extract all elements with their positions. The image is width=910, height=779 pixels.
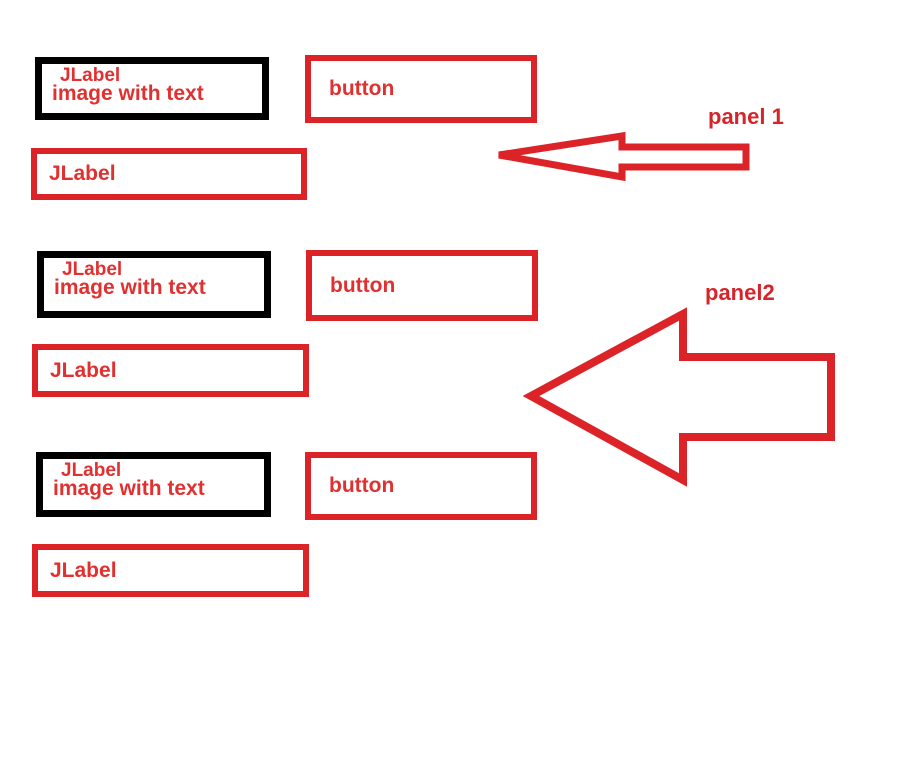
plain-label-box-3[interactable]: JLabel	[32, 544, 309, 597]
image-label-text-1: JLabel image with text	[52, 66, 204, 104]
image-label-box-3[interactable]: JLabel image with text	[36, 452, 271, 517]
panel-2-annotation-label: panel2	[705, 280, 775, 305]
button-box-3[interactable]: button	[305, 452, 537, 520]
image-label-text-3: JLabel image with text	[53, 461, 205, 499]
image-label-box-1[interactable]: JLabel image with text	[35, 57, 269, 120]
plain-label-box-2[interactable]: JLabel	[32, 344, 309, 397]
plain-label-text-2: JLabel	[50, 358, 117, 382]
image-label-line2-2: image with text	[54, 276, 206, 299]
button-label-3: button	[329, 474, 395, 497]
image-label-text-2: JLabel image with text	[54, 260, 206, 298]
image-label-line1-3: JLabel	[61, 460, 122, 481]
image-label-line1-2: JLabel	[62, 259, 123, 280]
button-label-2: button	[330, 273, 396, 297]
image-label-line2-1: image with text	[52, 82, 204, 105]
image-label-box-2[interactable]: JLabel image with text	[37, 251, 271, 318]
image-label-line1-1: JLabel	[60, 65, 121, 86]
button-label-1: button	[329, 77, 395, 100]
panel-2-left-arrow-icon	[522, 307, 835, 487]
button-box-1[interactable]: button	[305, 55, 537, 123]
panel-1-annotation-label: panel 1	[708, 104, 784, 129]
button-box-2[interactable]: button	[306, 250, 538, 321]
image-label-line2-3: image with text	[53, 477, 205, 500]
plain-label-text-3: JLabel	[50, 558, 117, 582]
plain-label-box-1[interactable]: JLabel	[31, 148, 307, 200]
plain-label-text-1: JLabel	[49, 162, 116, 185]
panel-1-left-arrow-icon	[498, 131, 750, 182]
